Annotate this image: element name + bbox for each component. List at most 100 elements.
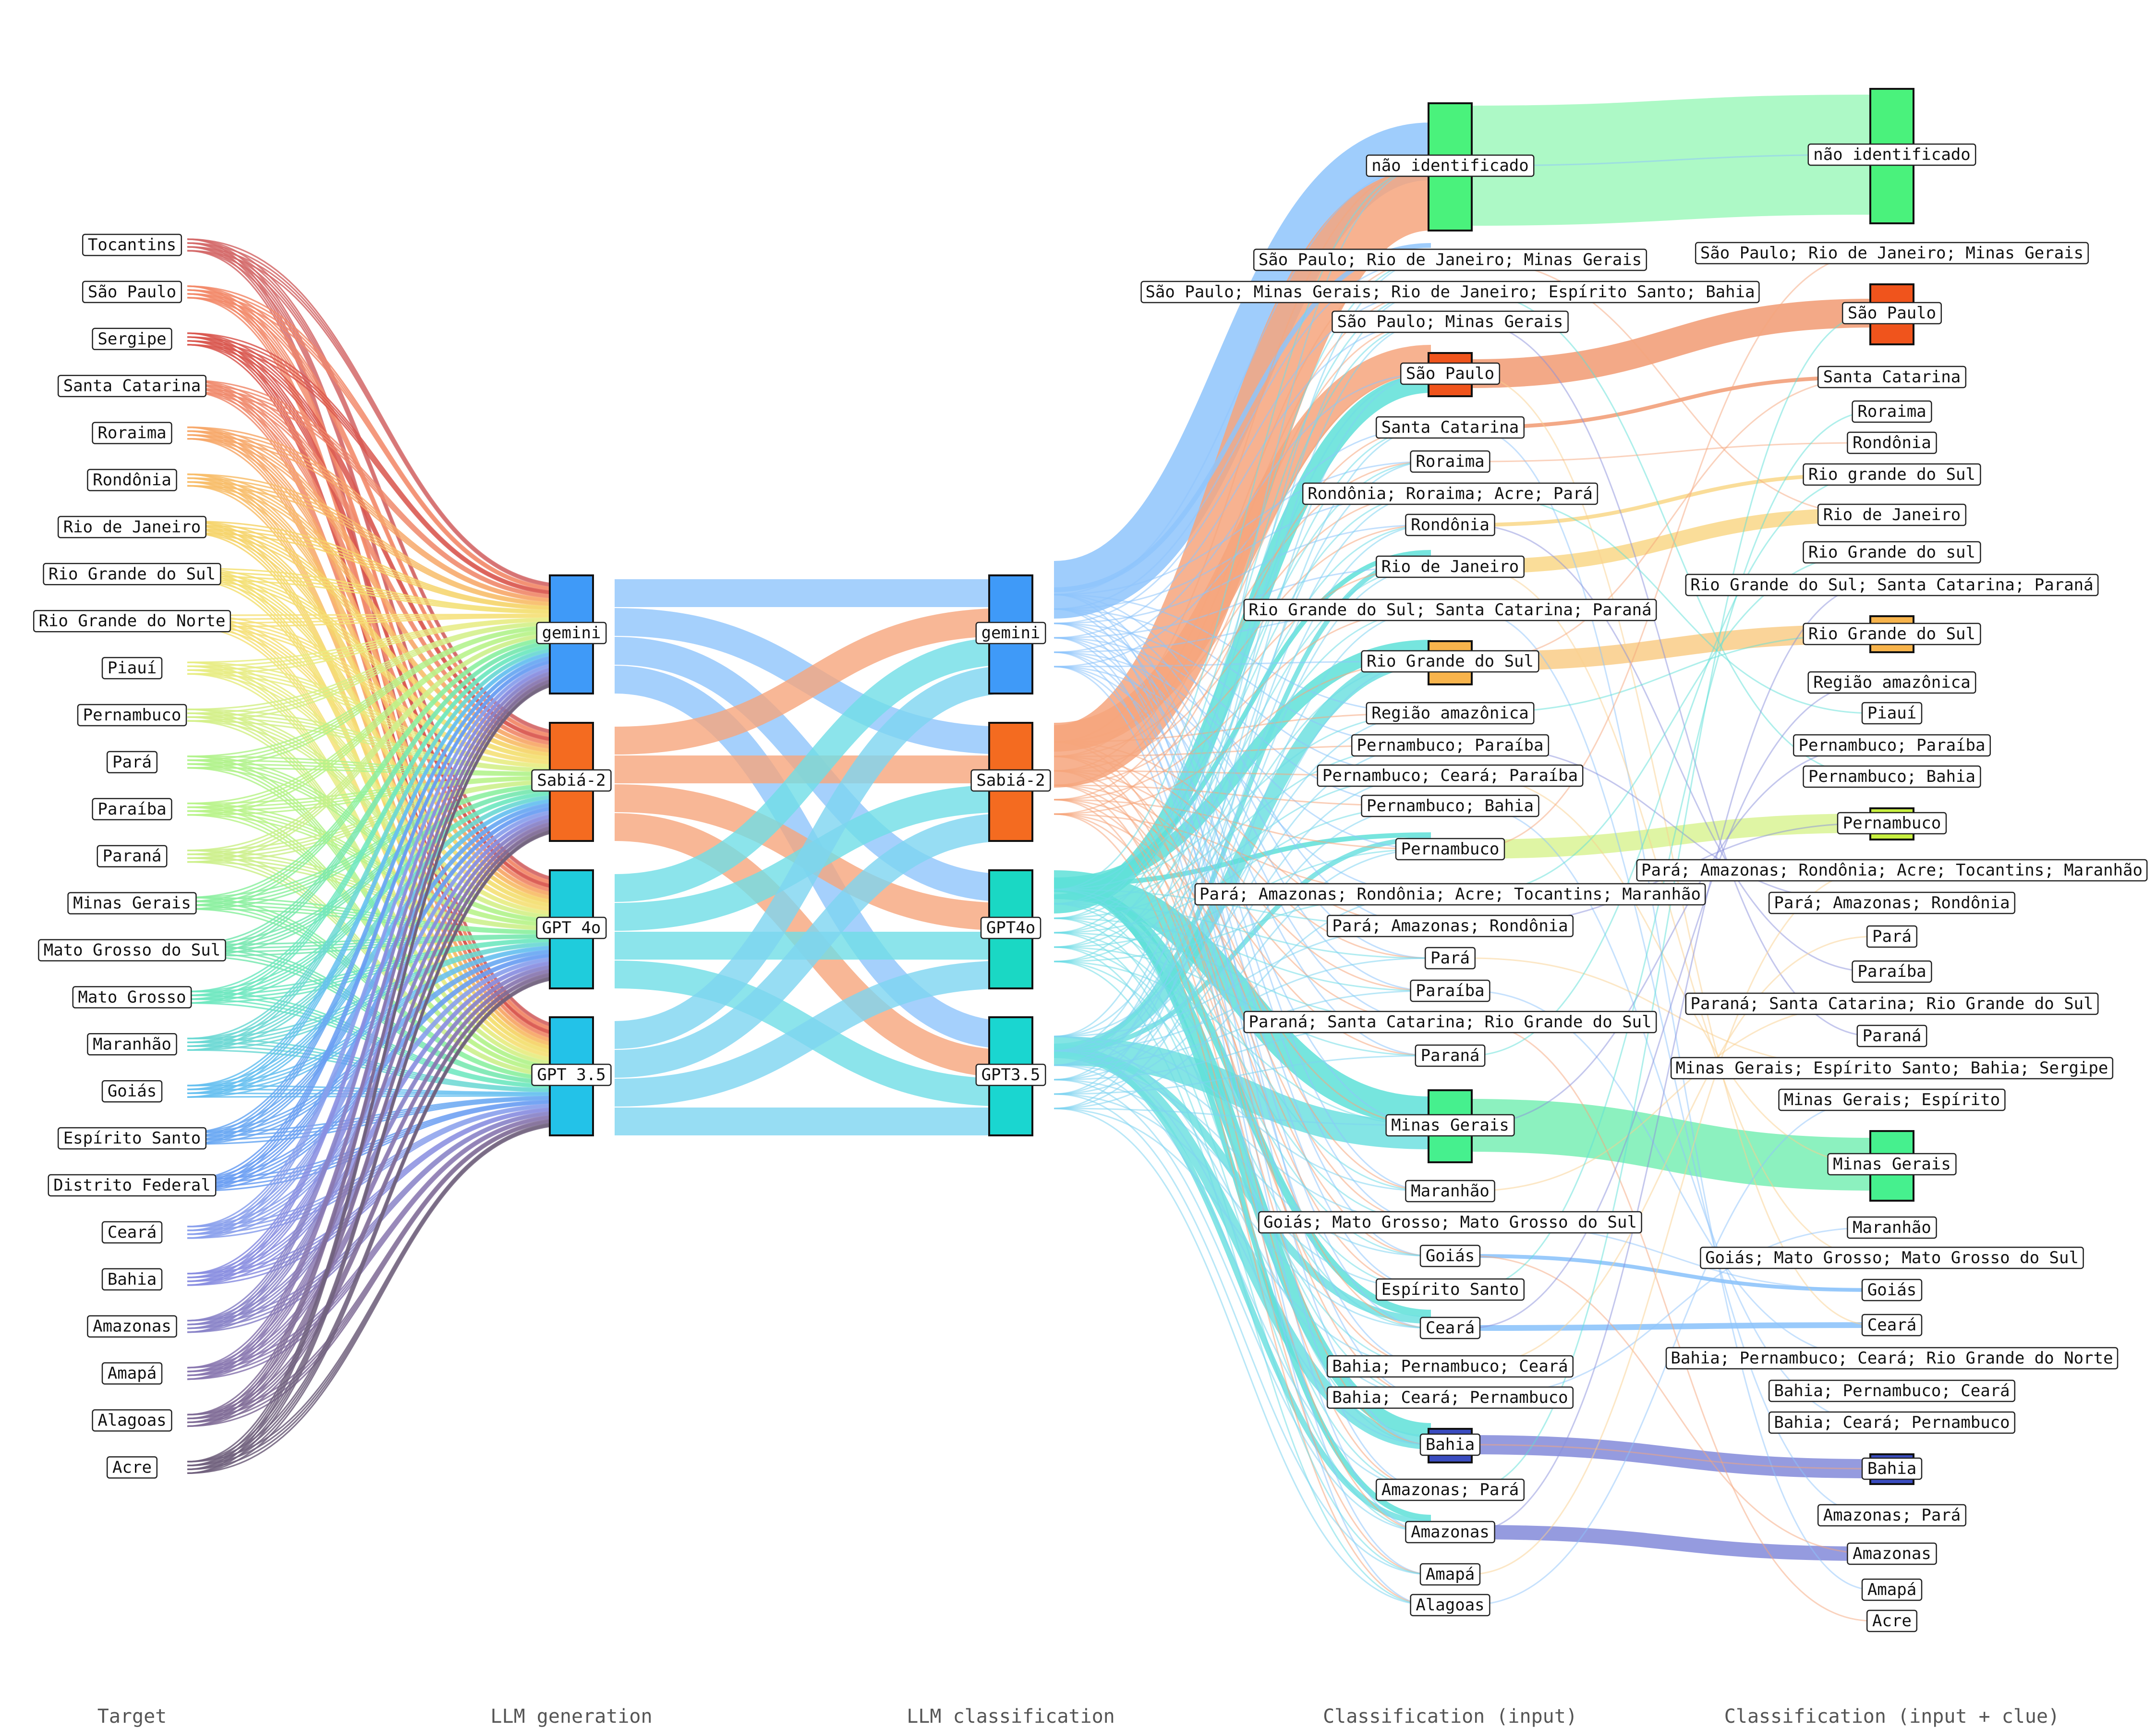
target-label-text: Minas Gerais xyxy=(73,894,191,913)
target-link xyxy=(187,344,572,596)
classification-thin-link xyxy=(1054,426,1431,962)
clue-class-label: Bahia; Pernambuco; Ceará; Rio Grande do … xyxy=(1665,1347,2119,1370)
target-link xyxy=(187,619,572,671)
input-class-label-text: não identificado xyxy=(1371,156,1529,175)
clue-class-label-text: São Paulo; Rio de Janeiro; Minas Gerais xyxy=(1700,244,2083,263)
clue-class-label: Amazonas; Pará xyxy=(1817,1504,1967,1527)
clue-class-label: Maranhão xyxy=(1847,1216,1937,1239)
generation-classification-ribbon xyxy=(614,637,1011,902)
target-label: Rio Grande do Norte xyxy=(33,609,231,633)
clue-class-label-box xyxy=(1685,573,2099,597)
generator-label-text: GPT 4o xyxy=(542,918,601,938)
clue-class-label: Bahia; Pernambuco; Ceará xyxy=(1768,1379,2016,1402)
input-class-label: não identificado xyxy=(1366,154,1535,177)
target-link xyxy=(187,648,572,1047)
input-class-label-box xyxy=(1351,734,1550,757)
target-label-text: Espírito Santo xyxy=(63,1129,201,1148)
target-link xyxy=(187,615,572,624)
generation-classification-ribbon xyxy=(614,813,1011,1078)
target-label: Bahia xyxy=(101,1268,163,1291)
column-title-1: LLM generation xyxy=(490,1705,652,1728)
target-link xyxy=(187,613,572,616)
input-class-label-box xyxy=(1375,555,1525,578)
classification-thin-link xyxy=(1054,741,1431,1192)
input-class-label-text: Região amazônica xyxy=(1371,704,1529,723)
input-class-label: Paraná; Santa Catarina; Rio Grande do Su… xyxy=(1243,1011,1657,1034)
clue-class-label-text: Rio de Janeiro xyxy=(1823,505,1961,524)
target-link xyxy=(187,952,572,1181)
input-class-label-box xyxy=(1410,450,1490,473)
target-link xyxy=(187,391,572,600)
target-link xyxy=(187,633,572,859)
target-link xyxy=(187,614,572,1057)
target-label-text: Maranhão xyxy=(93,1035,171,1054)
input-class-label-text: Amazonas; Pará xyxy=(1381,1480,1519,1499)
target-label-text: Acre xyxy=(112,1458,152,1477)
input-class-label: Ceará xyxy=(1419,1316,1481,1339)
input-class-label-text: São Paulo; Minas Gerais; Rio de Janeiro;… xyxy=(1145,282,1755,302)
clue-class-label-text: Acre xyxy=(1872,1611,1912,1631)
target-label-text: Mato Grosso do Sul xyxy=(44,941,220,960)
target-link xyxy=(187,438,572,603)
target-link xyxy=(187,618,572,667)
clue-class-label-box xyxy=(1807,143,1976,166)
target-label-box xyxy=(48,1174,217,1197)
input-class-label: Amazonas; Pará xyxy=(1375,1478,1525,1501)
target-label: Pará xyxy=(106,751,158,774)
clue-class-label-box xyxy=(1803,463,1981,486)
input-class-label-box xyxy=(1375,1278,1525,1301)
clue-class-label-text: Minas Gerais; Espírito Santo; Bahia; Ser… xyxy=(1676,1059,2108,1078)
clue-thin-link xyxy=(1469,442,1873,463)
target-link xyxy=(187,660,572,1192)
classification-thin-link xyxy=(1054,594,1431,927)
clue-thin-link xyxy=(1469,682,1873,1329)
target-label-text: Rio Grande do Sul xyxy=(48,564,216,584)
classification-ribbon xyxy=(1054,836,1431,1053)
classification-thin-link xyxy=(1054,961,1431,1126)
target-link xyxy=(187,1037,572,1090)
clue-thin-link xyxy=(1469,252,1873,850)
target-label-box xyxy=(67,892,197,914)
classification-thin-link xyxy=(1054,712,1431,890)
clue-class-label-box xyxy=(1636,859,2148,882)
target-link xyxy=(187,567,572,907)
target-link xyxy=(187,783,572,899)
target-link xyxy=(187,624,572,757)
classification-ribbon xyxy=(1054,554,1431,1053)
clue-class-label-text: Pernambuco; Bahia xyxy=(1808,767,1975,786)
input-class-label-box xyxy=(1424,947,1476,970)
target-link xyxy=(187,790,572,992)
clue-class-label-box xyxy=(1803,765,1981,788)
input-class-label-box xyxy=(1410,979,1490,1002)
classification-thin-link xyxy=(1054,165,1431,890)
clue-class-label-box xyxy=(1700,1246,2084,1269)
clue-thin-link xyxy=(1469,551,1873,895)
target-link xyxy=(187,943,572,1083)
clue-class-label: Acre xyxy=(1866,1609,1918,1632)
target-link xyxy=(187,653,572,1098)
target-label-box xyxy=(33,609,231,633)
target-label: Tocantins xyxy=(82,233,182,256)
target-link xyxy=(187,426,572,601)
target-link xyxy=(187,970,572,1380)
target-label-box xyxy=(92,328,172,351)
input-class-label-text: Paraná; Santa Catarina; Rio Grande do Su… xyxy=(1248,1012,1651,1032)
target-link xyxy=(187,644,572,996)
input-class-label-box xyxy=(1361,650,1539,673)
classification-thin-link xyxy=(1054,594,1431,1399)
target-label-box xyxy=(106,751,158,774)
target-link xyxy=(187,968,572,1373)
clue-class-label-box xyxy=(1861,1578,1923,1601)
target-label: Piauí xyxy=(101,657,163,680)
input-class-label-box xyxy=(1400,362,1501,385)
clue-thin-link xyxy=(1469,493,1873,714)
target-link xyxy=(187,285,572,590)
clue-class-label: Roraima xyxy=(1852,400,1932,423)
clue-class-label: Pernambuco; Bahia xyxy=(1803,765,1981,788)
input-class-label-box xyxy=(1415,1044,1486,1067)
input-class-label: Pernambuco xyxy=(1395,838,1505,861)
target-label: Mato Grosso xyxy=(72,986,192,1009)
input-class-label-text: Rondônia; Roraima; Acre; Pará xyxy=(1308,484,1593,503)
input-class-label: Espírito Santo xyxy=(1375,1278,1525,1301)
target-label-box xyxy=(38,939,226,962)
